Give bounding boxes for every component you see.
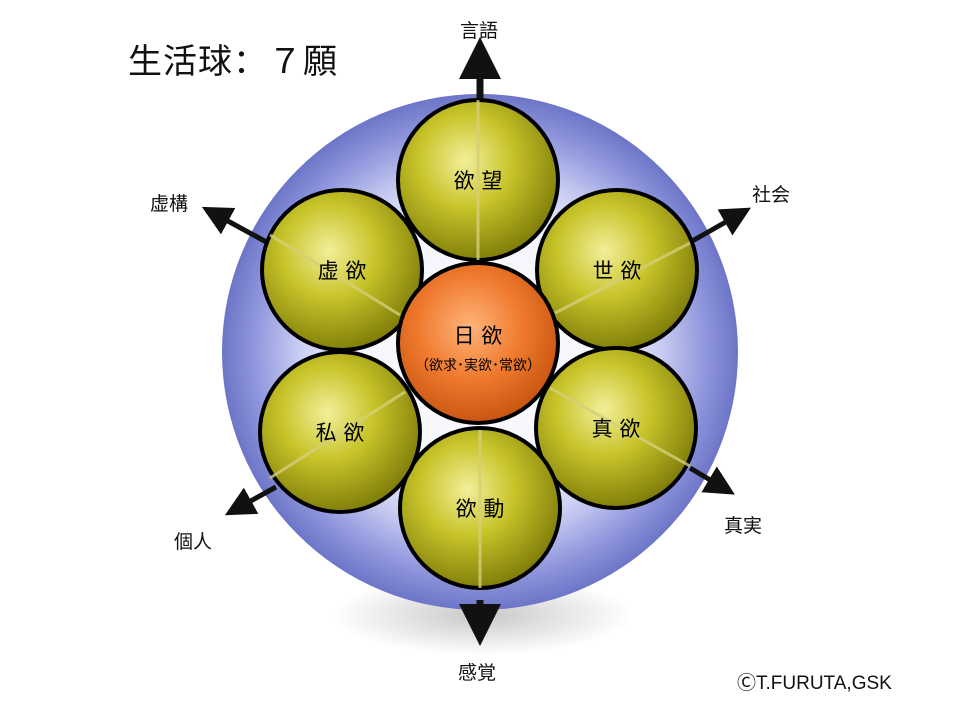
center-sublabel: （欲求･実欲･常欲） (415, 358, 541, 374)
arrow-up-left (201, 206, 272, 247)
petal-top-right-label: 世 欲 (593, 259, 642, 283)
page-title: 生活球：７願 (128, 42, 338, 82)
axis-label-top: 言語 (460, 20, 499, 42)
axis-label-bottom: 感覚 (458, 662, 497, 684)
petal-bottom-right: 真 欲 (534, 346, 698, 510)
center-label: 日 欲 (454, 324, 503, 348)
petal-top-left-label: 虚 欲 (318, 259, 367, 283)
arrow-down-right (688, 465, 735, 495)
petal-top-left: 虚 欲 (260, 188, 424, 352)
axis-label-bottom-left: 個人 (174, 531, 213, 553)
petal-top: 欲 望 (396, 98, 560, 262)
arrow-down-left (224, 484, 278, 516)
axis-label-top-right: 社会 (752, 184, 791, 206)
petal-top-label: 欲 望 (454, 169, 503, 193)
petal-bottom-left: 私 欲 (258, 350, 422, 514)
petal-bottom: 欲 動 (398, 426, 562, 590)
axis-label-bottom-right: 真実 (724, 515, 763, 537)
axis-label-top-left: 虚構 (150, 193, 189, 215)
petal-bottom-label: 欲 動 (456, 497, 505, 521)
copyright-notice: ⒸT.FURUTA,GSK (737, 673, 892, 694)
petal-bottom-right-label: 真 欲 (592, 417, 641, 441)
petal-top-right: 世 欲 (535, 188, 699, 352)
petal-bottom-left-label: 私 欲 (316, 421, 365, 445)
center-sphere: 日 欲 （欲求･実欲･常欲） (396, 261, 560, 425)
